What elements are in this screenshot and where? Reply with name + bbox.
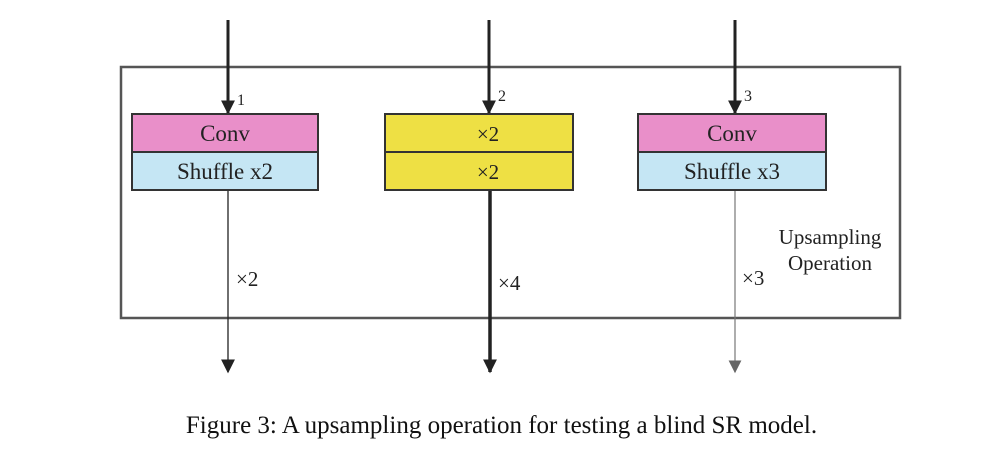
figure-caption: Figure 3: A upsampling operation for tes… [185,412,818,439]
branch-index-2: 2 [498,88,506,105]
upsample-block-2b [384,151,574,191]
shuffle-block-3 [637,151,827,191]
conv-label-3: Conv [707,121,757,146]
upsample-label-2b: ×2 [477,160,499,184]
branch-index-3: 3 [744,88,752,105]
branch-index-1: 1 [237,92,245,109]
shuffle-label-1: Shuffle x2 [177,159,273,184]
shuffle-block-1 [131,151,319,191]
group-label-line1: Upsampling [779,225,882,249]
upsampling-diagram: 1 2 3 Conv Shuffle x2 ×2 ×2 Conv Shuffle… [119,20,902,374]
shuffle-label-3: Shuffle x3 [684,159,780,184]
group-label-line2: Operation [788,251,872,275]
output-scale-2: ×4 [498,271,521,295]
output-scale-1: ×2 [236,267,258,291]
conv-label-1: Conv [200,121,250,146]
upsample-block-2a [384,113,574,153]
operation-frame [119,65,902,320]
conv-block-1 [131,113,319,153]
output-scale-3: ×3 [742,266,764,290]
upsample-label-2a: ×2 [477,122,499,146]
conv-block-3 [637,113,827,153]
